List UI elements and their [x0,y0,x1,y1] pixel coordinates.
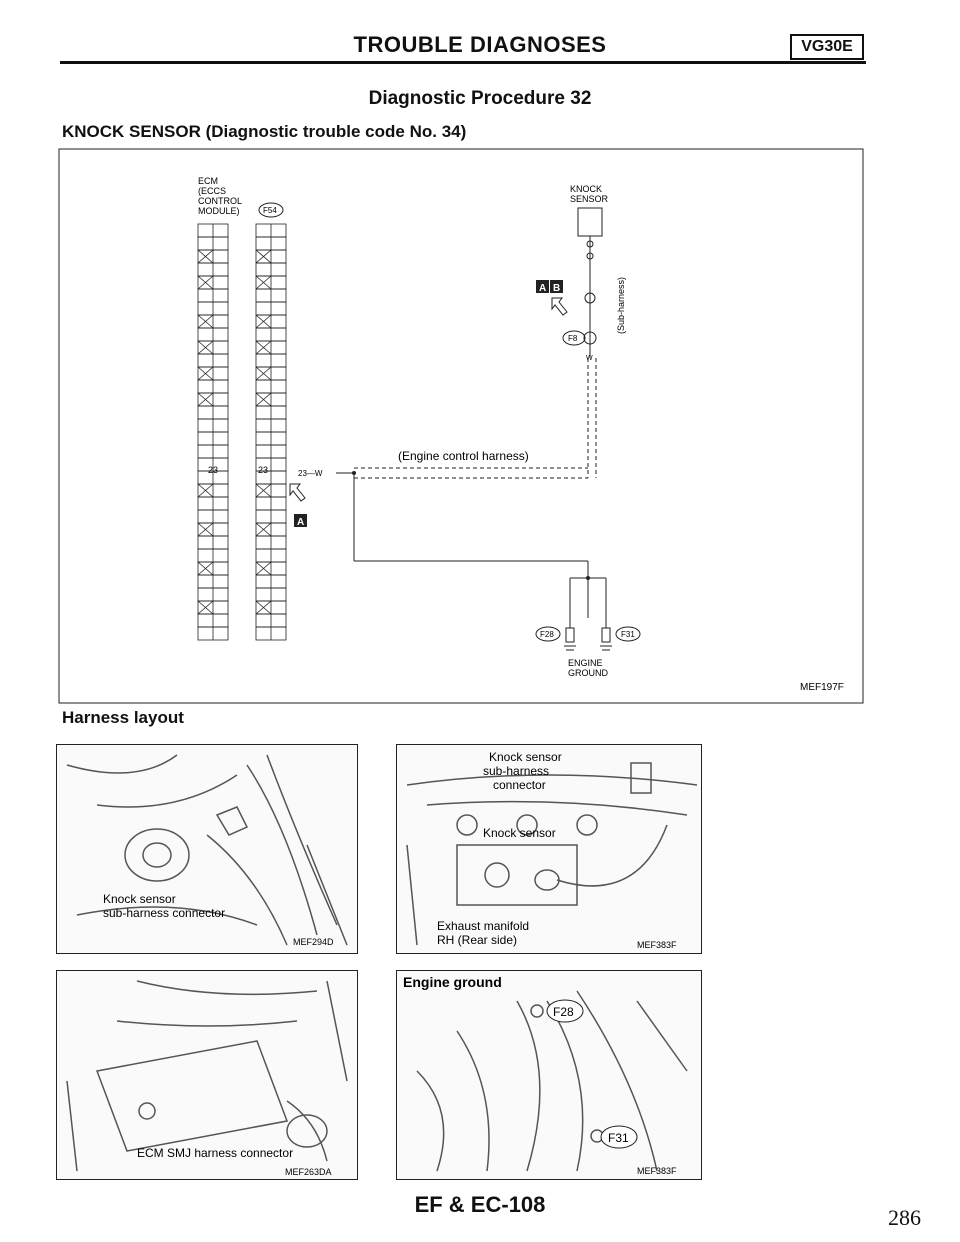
page-footer: EF & EC-108 [414,1192,546,1217]
connector-f8-label: F8 [568,334,578,343]
photo1-label-sub-harness: sub-harness connector [103,906,225,920]
header-rule [60,61,866,64]
procedure-title: Diagnostic Procedure 32 [368,88,592,109]
photo4-code: MEF383F [637,1166,677,1176]
photo-ecm-harness-connector: ECM SMJ harness connector MEF263DA [56,970,358,1180]
photo-engine-ground: Engine ground F28 F31 MEF383F [396,970,702,1180]
diagram-figure-code: MEF197F [800,682,844,693]
marker-b-ks: B [553,283,560,294]
photo1-code: MEF294D [293,937,334,947]
engine-ground-label: ENGINE GROUND [568,658,608,678]
photo2-label-rh: RH (Rear side) [437,933,517,947]
section-title: KNOCK SENSOR (Diagnostic trouble code No… [62,122,467,141]
wire-w-label: W [586,355,593,362]
marker-a-ecm: A [297,517,304,528]
photo1-label-knock-sensor: Knock sensor [103,892,176,906]
marker-a-ks: A [539,283,546,294]
page-number: 286 [888,1205,921,1230]
photo2-label-connector: connector [493,778,546,792]
ecm-connector-right [255,223,287,641]
harness-layout-title: Harness layout [62,708,184,727]
engine-control-harness-label: (Engine control harness) [398,449,529,463]
page-header-title: TROUBLE DIAGNOSES [353,32,607,57]
photo2-label-sub-harness: sub-harness [483,764,549,778]
knock-sensor-label: KNOCK SENSOR [570,184,609,204]
photo4-label-f28: F28 [553,1005,574,1019]
photo3-label-ecm-smj: ECM SMJ harness connector [137,1146,293,1160]
photo4-label-engine-ground: Engine ground [403,974,502,990]
photo3-code: MEF263DA [285,1167,332,1177]
connector-f31-label: F31 [621,630,635,639]
wiring-diagram: ECM (ECCS CONTROL MODULE) F54 23 23 23—W… [58,148,864,704]
sub-harness-label: (Sub-harness) [616,277,626,334]
connector-f28-label: F28 [540,630,554,639]
wire-23w-label: 23—W [298,469,323,478]
pin-23-left: 23 [208,465,218,475]
engine-model-badge: VG30E [790,34,864,60]
connector-f54-label: F54 [263,206,277,215]
photo2-label-knock-sensor-b: Knock sensor [483,826,556,840]
ecm-connector-left [197,223,229,641]
photo-knock-sensor-location: Knock sensor sub-harness connector Knock… [396,744,702,954]
photo2-label-exhaust: Exhaust manifold [437,919,529,933]
photo4-label-f31: F31 [608,1131,629,1145]
photo2-label-knock-sensor-a: Knock sensor [489,750,562,764]
photo-knock-sensor-connector: Knock sensor sub-harness connector MEF29… [56,744,358,954]
ecm-label: ECM (ECCS CONTROL MODULE) [198,176,244,216]
photo2-code: MEF383F [637,940,677,950]
pin-23-right: 23 [258,465,268,475]
